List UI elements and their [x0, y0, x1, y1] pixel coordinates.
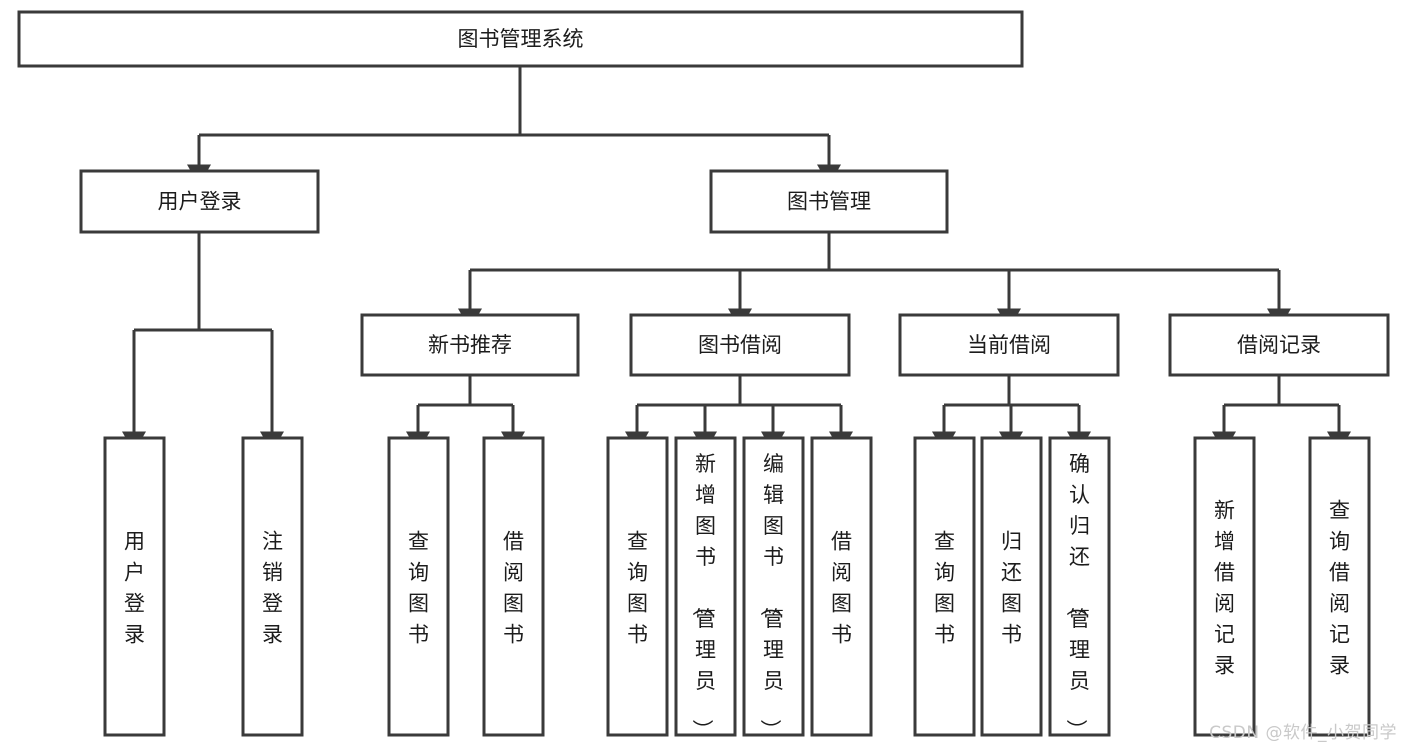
node-leaf-cb-query-book[interactable]: 查询图书 [913, 436, 976, 737]
node-box [387, 436, 450, 737]
node-leaf-user-logout[interactable]: 注销登录 [241, 436, 304, 737]
node-book-manage[interactable]: 图书管理 [709, 169, 949, 234]
connector-bus-book-manage [458, 232, 1291, 330]
node-leaf-br-add-record[interactable]: 新增借阅记录 [1193, 436, 1256, 737]
node-leaf-user-login[interactable]: 用户登录 [103, 436, 166, 737]
node-book-borrow[interactable]: 图书借阅 [629, 313, 851, 377]
node-layer: 图书管理系统用户登录图书管理新书推荐图书借阅当前借阅借阅记录用户登录注销登录查询… [17, 10, 1390, 740]
node-label: 借阅记录 [1237, 333, 1321, 357]
node-leaf-bb-borrow-book[interactable]: 借阅图书 [810, 436, 873, 737]
connector-bus-book-borrow [625, 375, 853, 453]
node-label: 新增图书（管理员） [690, 452, 716, 740]
node-new-book-rec[interactable]: 新书推荐 [360, 313, 580, 377]
node-leaf-cb-return-book[interactable]: 归还图书 [980, 436, 1043, 737]
node-user-login[interactable]: 用户登录 [79, 169, 320, 234]
node-label: 查询图书 [408, 530, 429, 647]
node-box [1193, 436, 1256, 737]
node-label: 确认归还（管理员） [1064, 452, 1090, 740]
node-label: 当前借阅 [967, 333, 1051, 357]
connector-bus-user-login [122, 232, 284, 453]
node-label: 查询图书 [934, 530, 955, 647]
node-leaf-br-query-record[interactable]: 查询借阅记录 [1308, 436, 1371, 737]
node-label: 图书借阅 [698, 333, 782, 357]
node-leaf-bb-edit-book[interactable]: 编辑图书（管理员） [742, 436, 805, 740]
node-label: 归还图书 [1001, 530, 1022, 647]
node-label: 图书管理 [787, 190, 871, 214]
node-current-borrow[interactable]: 当前借阅 [898, 313, 1120, 377]
node-root[interactable]: 图书管理系统 [17, 10, 1024, 68]
connector-bus-new-book-rec [406, 375, 525, 453]
node-label: 新书推荐 [428, 333, 512, 357]
node-box [103, 436, 166, 737]
node-leaf-bb-add-book[interactable]: 新增图书（管理员） [674, 436, 737, 740]
connector-bus-root [187, 66, 841, 186]
node-box [1168, 313, 1390, 377]
node-box [898, 313, 1120, 377]
node-label: 新增借阅记录 [1214, 499, 1235, 678]
node-box [606, 436, 669, 737]
edge-layer [122, 66, 1351, 453]
node-box [360, 313, 580, 377]
node-label: 用户登录 [124, 530, 145, 647]
node-box [17, 10, 1024, 68]
connector-bus-borrow-record [1212, 375, 1351, 453]
node-label: 图书管理系统 [458, 27, 584, 51]
node-label: 借阅图书 [831, 530, 852, 647]
node-box [810, 436, 873, 737]
node-leaf-rec-query-book[interactable]: 查询图书 [387, 436, 450, 737]
node-box [913, 436, 976, 737]
node-box [482, 436, 545, 737]
node-box [709, 169, 949, 234]
node-box [629, 313, 851, 377]
node-box [1048, 436, 1111, 737]
node-box [79, 169, 320, 234]
node-leaf-bb-query-book[interactable]: 查询图书 [606, 436, 669, 737]
node-label: 用户登录 [158, 190, 242, 214]
node-label: 编辑图书（管理员） [758, 452, 784, 740]
node-label: 查询图书 [627, 530, 648, 647]
node-leaf-cb-confirm-return[interactable]: 确认归还（管理员） [1048, 436, 1111, 740]
node-leaf-rec-borrow-book[interactable]: 借阅图书 [482, 436, 545, 737]
node-label: 借阅图书 [503, 530, 524, 647]
node-label: 注销登录 [262, 530, 283, 647]
node-borrow-record[interactable]: 借阅记录 [1168, 313, 1390, 377]
node-box [674, 436, 737, 737]
node-box [742, 436, 805, 737]
node-box [980, 436, 1043, 737]
node-label: 查询借阅记录 [1329, 499, 1350, 678]
connector-bus-current-borrow [932, 375, 1091, 453]
node-box [1308, 436, 1371, 737]
node-box [241, 436, 304, 737]
